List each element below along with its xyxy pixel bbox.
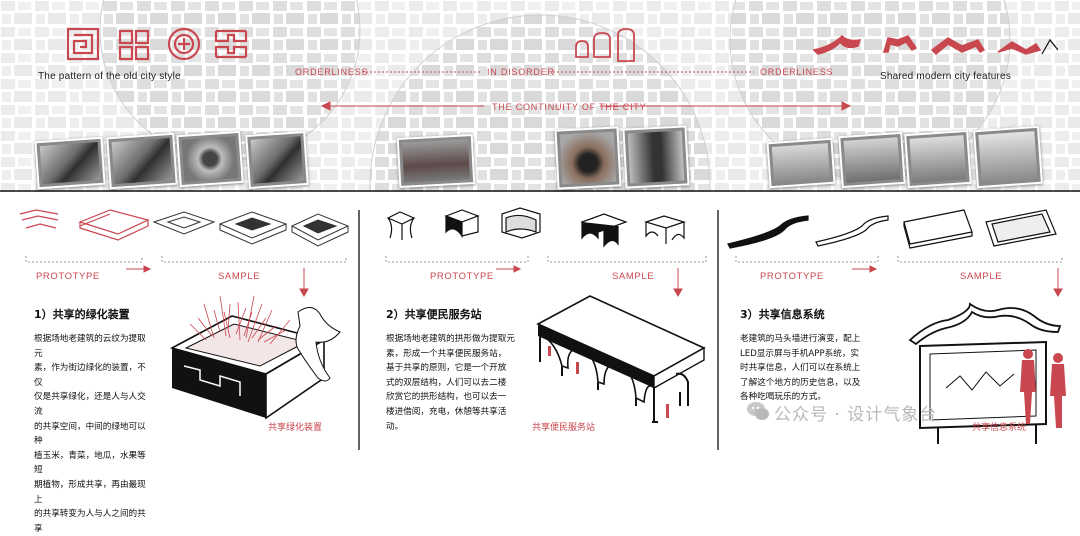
watermark: 公众号 · 设计气象台: [774, 405, 938, 425]
panel1-sketches: [19, 209, 350, 247]
roof-icons: [812, 34, 1058, 56]
panel3-sample-label: SAMPLE: [960, 271, 1003, 282]
flow-lines: [320, 71, 852, 111]
photo-modern-1: [766, 137, 836, 189]
panel1-prototype-label: PROTOTYPE: [36, 271, 100, 282]
photo-old-1: [34, 136, 106, 190]
panel2-sample-label: SAMPLE: [612, 271, 655, 282]
panel2-caption: 共享便民服务站: [532, 423, 596, 433]
photo-modern-2: [838, 131, 906, 189]
right-label: Shared modern city features: [880, 71, 1012, 82]
panel1-sample-label: SAMPLE: [218, 271, 261, 282]
panel2-paragraph: 根据场地老建筑的拱形做为提取元素，形成一个共享便民服务站，基于共享的原则，它是一…: [386, 334, 515, 432]
panel1-title: 1）共享的绿化装置: [34, 308, 130, 321]
wechat-icon: [746, 400, 770, 422]
photo-modern-4: [973, 125, 1043, 189]
in-disorder-label: IN DISORDER: [487, 67, 555, 77]
photo-old-3: [176, 130, 244, 188]
photo-mid-1: [396, 134, 476, 188]
orderliness-left-label: ORDERLINESS: [295, 67, 369, 77]
top-band: The pattern of the old city style Shared…: [0, 0, 1080, 192]
continuity-label: THE CONTINUITY OF THE CITY: [492, 102, 647, 112]
photo-modern-3: [904, 129, 972, 189]
panel1-paragraph: 根据场地老建筑的云纹为提取元素，作为街边绿化的装置，不仅仅是共享绿化，还是人与人…: [34, 334, 146, 534]
panel3-title: 3）共享信息系统: [740, 308, 825, 321]
panel2-prototype-label: PROTOTYPE: [430, 271, 494, 282]
panel2-sketches: [386, 207, 686, 248]
service-station-drawing: [536, 295, 706, 423]
panel3-prototype-label: PROTOTYPE: [760, 271, 824, 282]
info-board-drawing: [908, 302, 1066, 444]
panel3-caption: 共享信息系统: [972, 423, 1027, 433]
arch-icons: [575, 28, 635, 62]
photo-old-4: [245, 130, 309, 190]
panel2-title: 2）共享便民服务站: [386, 308, 482, 321]
left-label: The pattern of the old city style: [38, 71, 181, 82]
old-pattern-icons: [66, 27, 248, 61]
photo-mid-3: [622, 125, 690, 189]
panel1-caption: 共享绿化装置: [268, 423, 323, 433]
panel3-sketches: [727, 209, 1057, 249]
panels-frame: [19, 207, 1066, 450]
planter-drawing: [169, 295, 341, 420]
photo-old-2: [106, 132, 178, 190]
orderliness-right-label: ORDERLINESS: [760, 67, 834, 77]
photo-mid-2: [554, 126, 622, 190]
